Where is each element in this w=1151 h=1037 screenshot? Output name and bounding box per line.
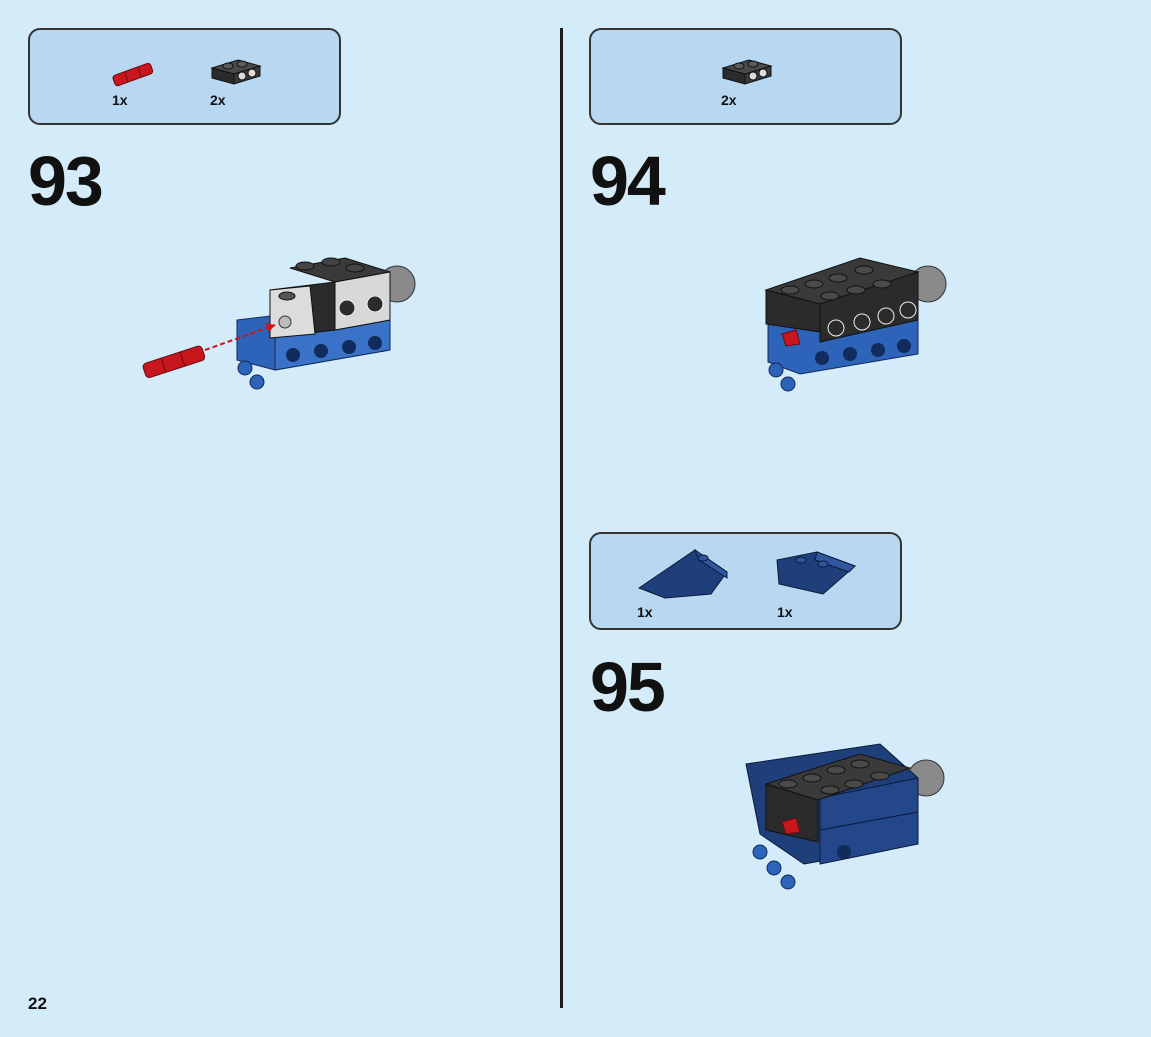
dark-blue-wedge-left-icon — [637, 548, 728, 599]
dark-gray-bracket-icon — [721, 59, 773, 85]
step-95-part-2-qty: 1x — [777, 604, 793, 620]
step-93-part-1-qty: 1x — [112, 92, 128, 108]
step-95-parts-box: 1x 1x — [589, 532, 902, 630]
step-93-model-illustration — [142, 257, 416, 390]
dark-blue-wedge-right-icon — [776, 551, 856, 595]
page-number: 22 — [28, 994, 47, 1013]
page-divider — [560, 28, 563, 1008]
step-94-part-1-qty: 2x — [721, 92, 737, 108]
step-93-parts-box: 1x 2x — [28, 28, 341, 125]
step-94-number: 94 — [590, 142, 666, 220]
step-94-model-illustration — [764, 257, 947, 392]
red-axle-pin-icon — [112, 62, 154, 87]
step-95-part-1-qty: 1x — [637, 604, 653, 620]
step-95-model-illustration — [745, 743, 945, 890]
step-93-part-2-qty: 2x — [210, 92, 226, 108]
step-93-number: 93 — [28, 142, 104, 220]
step-94-parts-box: 2x — [589, 28, 902, 125]
dark-gray-bracket-icon — [210, 59, 262, 85]
step-95-number: 95 — [590, 648, 666, 726]
